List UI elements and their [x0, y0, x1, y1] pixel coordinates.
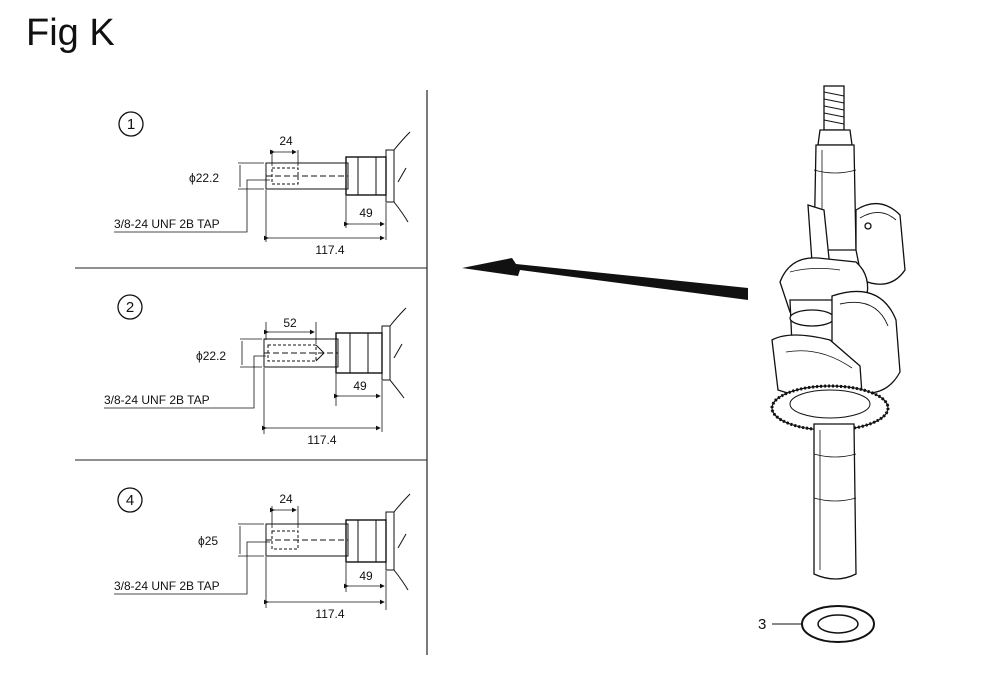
dim-right: 49 — [353, 379, 367, 393]
variant-number: 1 — [127, 116, 135, 133]
variant-number-circle — [117, 294, 143, 320]
variant-number-circle — [117, 487, 143, 513]
dim-right: 49 — [359, 569, 373, 583]
dim-top: 24 — [279, 492, 293, 506]
dim-top: 52 — [283, 316, 297, 330]
dim-right: 49 — [359, 206, 373, 220]
shaft-drawing — [265, 131, 411, 223]
variant-2-panel: 2 52 ϕ22.2 3/8-24 UNF 2B TAP 49 — [104, 294, 407, 447]
tap-label: 3/8-24 UNF 2B TAP — [114, 579, 220, 593]
pointer-arrow — [462, 258, 748, 300]
variant-number: 2 — [126, 299, 134, 316]
shaft-drawing — [265, 493, 411, 591]
shaft-drawing — [263, 307, 407, 399]
dia-label: ϕ25 — [198, 534, 218, 548]
crankshaft-illustration — [770, 85, 906, 580]
dim-total: 117.4 — [315, 243, 344, 257]
variant-number-circle — [118, 111, 144, 137]
dia-label: ϕ22.2 — [196, 349, 226, 363]
tap-label: 3/8-24 UNF 2B TAP — [104, 393, 210, 407]
tap-label: 3/8-24 UNF 2B TAP — [114, 217, 220, 231]
variant-1-panel: 1 24 ϕ22.2 3/8-24 UNF 2B TAP — [114, 111, 411, 257]
variant-4-panel: 4 24 ϕ25 3/8-24 UNF 2B TAP 49 117.4 — [114, 487, 411, 621]
dia-label: ϕ22.2 — [189, 171, 219, 185]
variant-number: 4 — [126, 492, 134, 509]
dim-total: 117.4 — [315, 607, 344, 621]
washer-part — [801, 605, 875, 643]
figure-title: Fig K — [26, 12, 115, 54]
dim-total: 117.4 — [307, 433, 336, 447]
dim-top: 24 — [279, 134, 293, 148]
part-callout: 3 — [758, 616, 766, 633]
